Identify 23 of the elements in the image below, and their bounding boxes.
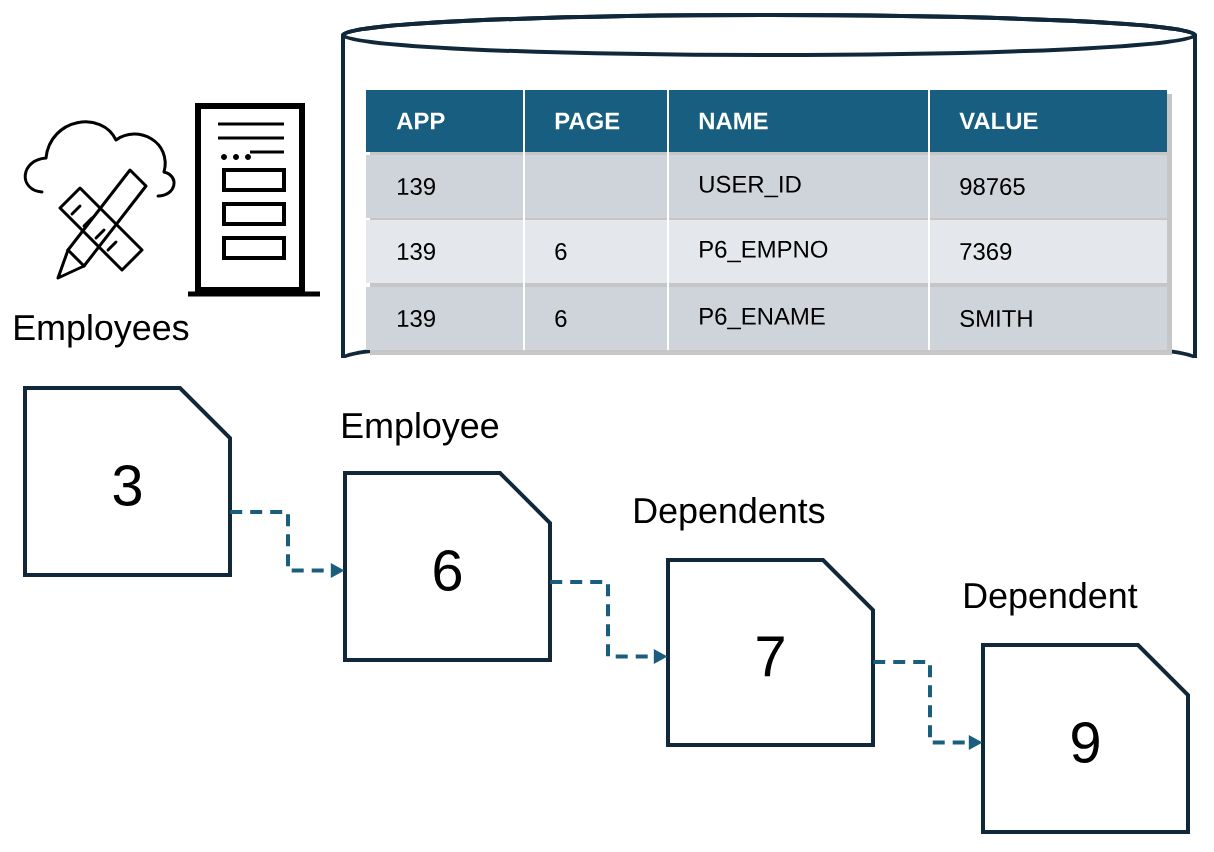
document-page: 7: [666, 558, 875, 747]
page-title: Employee: [343, 412, 499, 446]
table-cell-text: 7369: [960, 243, 1012, 260]
table-cell-text: 98765: [960, 178, 1025, 195]
column-header: PAGE: [555, 112, 620, 130]
table-cell-text: P6_ENAME: [700, 307, 825, 330]
page-title: Dependents: [635, 497, 825, 531]
document-page: 9: [981, 643, 1190, 834]
page-title: Employees: [15, 314, 189, 348]
document-page: 3: [23, 386, 232, 577]
table-cell-text: 139: [398, 243, 435, 260]
column-header: APP: [396, 112, 445, 130]
page-title: Dependent: [965, 582, 1138, 616]
column-header: VALUE: [959, 112, 1038, 130]
table-cell-text: 139: [398, 310, 435, 327]
table-cell-text: 6: [555, 310, 567, 327]
document-page: 6: [343, 471, 552, 662]
table-cell-text: 6: [555, 243, 567, 260]
table-cell-text: 139: [398, 178, 435, 195]
table-cell-text: P6_EMPNO: [700, 240, 828, 263]
column-header: NAME: [699, 112, 768, 130]
table-cell-text: SMITH: [960, 310, 1032, 327]
table-cell-text: USER_ID: [700, 175, 801, 198]
